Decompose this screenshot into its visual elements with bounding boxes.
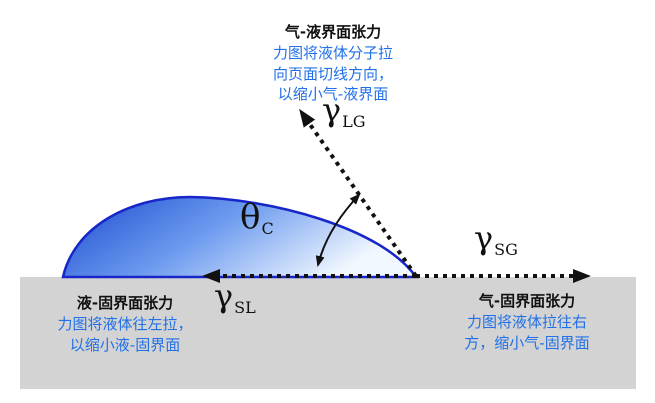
gamma-sg-label: γSG bbox=[474, 222, 518, 259]
contact-angle-arc bbox=[315, 193, 361, 267]
liquid-solid-annotation: 液-固界面张力 力图将液体往左拉， 以缩小液-固界面 bbox=[57, 293, 192, 355]
gas-solid-line-2: 方，缩小气-固界面 bbox=[464, 333, 590, 352]
gamma-sl-label: γSL bbox=[214, 280, 256, 317]
gamma-sg-subscript: SG bbox=[494, 239, 518, 259]
gas-solid-annotation: 气-固界面张力 力图将液体拉往右 方，缩小气-固界面 bbox=[464, 291, 589, 353]
gamma-sl-subscript: SL bbox=[234, 297, 256, 317]
gas-liquid-annotation: 气-液界面张力 力图将液体分子拉 向页面切线方向， 以缩小气-液界面 bbox=[273, 22, 393, 105]
gas-liquid-line-2: 向页面切线方向， bbox=[272, 64, 394, 83]
gas-solid-line-1: 力图将液体拉往右 bbox=[466, 313, 588, 331]
gamma-lg-subscript: LG bbox=[342, 111, 366, 131]
gas-liquid-line-1: 力图将液体分子拉 bbox=[272, 44, 394, 62]
gas-solid-title: 气-固界面张力 bbox=[478, 292, 576, 310]
gamma-sg-symbol: γ bbox=[474, 219, 494, 257]
gas-liquid-line-3: 以缩小气-液界面 bbox=[277, 85, 389, 103]
solid-surface bbox=[20, 277, 636, 389]
gamma-lg-symbol: γ bbox=[322, 91, 342, 129]
gamma-sl-symbol: γ bbox=[214, 277, 234, 315]
liquid-solid-title: 液-固界面张力 bbox=[76, 294, 174, 312]
gamma-lg-label: γLG bbox=[322, 94, 366, 131]
liquid-solid-line-2: 以缩小液-固界面 bbox=[69, 335, 181, 354]
liquid-solid-line-1: 力图将液体往左拉， bbox=[57, 315, 193, 333]
gas-liquid-title: 气-液界面张力 bbox=[284, 23, 382, 41]
theta-c-subscript: C bbox=[261, 218, 274, 238]
theta-c-label: θC bbox=[240, 200, 274, 238]
theta-c-symbol: θ bbox=[240, 197, 261, 237]
